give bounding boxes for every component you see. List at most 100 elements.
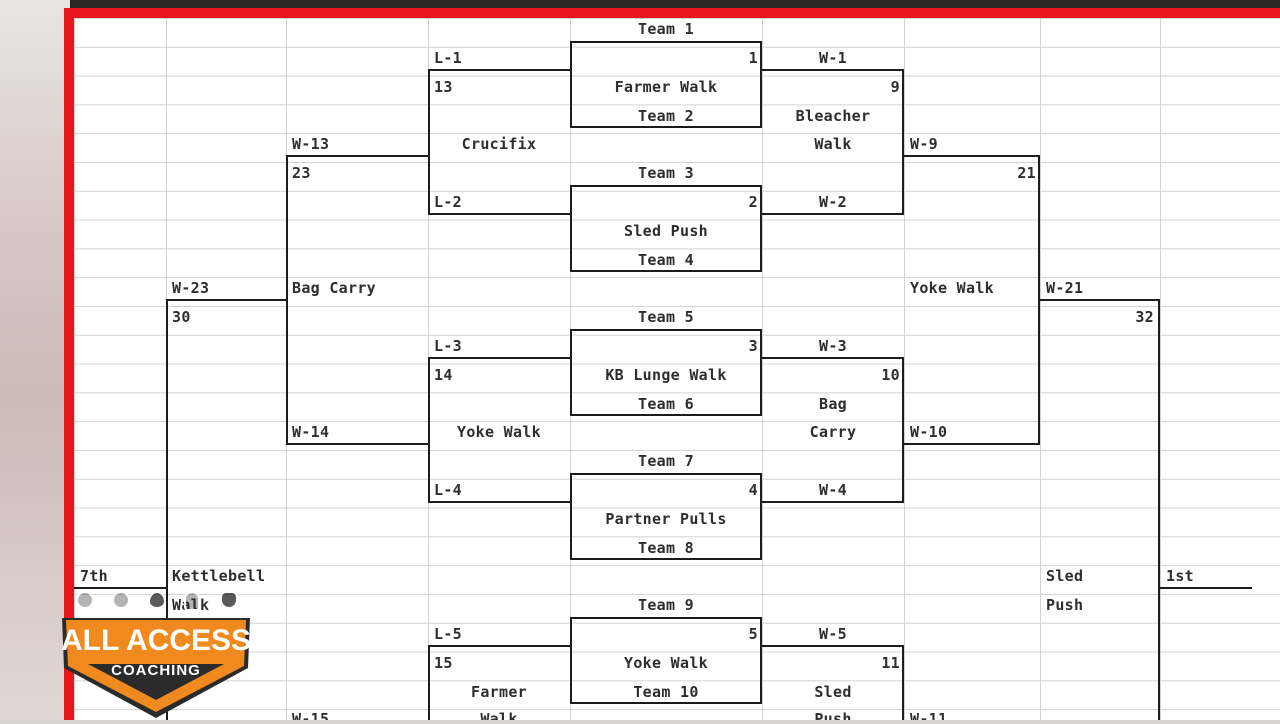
bracket-line (902, 645, 904, 720)
bracket-line (428, 501, 570, 503)
baseball-icon (76, 591, 94, 609)
football-icon (148, 591, 166, 609)
match-number: 10 (881, 366, 900, 384)
loser-label: L-5 (434, 625, 462, 643)
bracket-line (760, 473, 762, 560)
winner-label: W-5 (819, 625, 847, 643)
logo-icon-row (74, 589, 244, 613)
bracket-line (428, 69, 430, 215)
winner-label: W-1 (819, 49, 847, 67)
all-access-coaching-logo: ALL ACCESS COACHING (58, 616, 254, 720)
winner-label: W-23 (172, 279, 210, 297)
bracket-line (570, 617, 762, 619)
kettlebell-icon (220, 591, 238, 609)
match-number: 23 (292, 164, 311, 182)
winner-label: W-4 (819, 481, 847, 499)
bracket-line (1160, 587, 1252, 589)
event-label: Yoke Walk (457, 423, 541, 441)
bracket-line (570, 185, 572, 272)
baseball-icon (112, 591, 130, 609)
frame-border-top (64, 8, 1280, 18)
match-number: 3 (748, 337, 758, 355)
event-label: Bag (819, 395, 847, 413)
event-label: Push (814, 710, 852, 720)
bracket-line (760, 41, 762, 128)
bracket-line (762, 357, 904, 359)
team-label: Team 9 (638, 596, 694, 614)
event-label: Farmer Walk (614, 78, 718, 96)
match-number: 14 (434, 366, 453, 384)
logo-subtitle: COACHING (111, 662, 201, 679)
video-top-strip (0, 0, 1280, 8)
event-label: Sled (1046, 567, 1084, 585)
bracket-line (286, 155, 288, 445)
event-label: Farmer (471, 683, 527, 701)
place-label: 1st (1166, 567, 1194, 585)
winner-label: W-9 (910, 135, 938, 153)
frame-border-left (64, 8, 74, 720)
bracket-line (1158, 299, 1160, 720)
grid-column-line (762, 18, 763, 720)
match-number: 15 (434, 654, 453, 672)
winner-label: W-11 (910, 710, 948, 720)
bracket-line (428, 69, 570, 71)
event-label: KB Lunge Walk (605, 366, 727, 384)
event-label: Walk (814, 135, 852, 153)
team-label: Team 7 (638, 452, 694, 470)
bracket-line (166, 299, 286, 301)
event-label: Crucifix (461, 135, 537, 153)
loser-label: L-4 (434, 481, 462, 499)
winner-label: W-21 (1046, 279, 1084, 297)
bracket-line (428, 213, 570, 215)
event-label: Walk (480, 710, 518, 720)
bracket-line (428, 645, 570, 647)
match-number: 21 (1017, 164, 1036, 182)
bracket-line (570, 41, 572, 128)
bracket-line (570, 329, 762, 331)
bracket-line (570, 414, 762, 416)
bracket-line (286, 443, 428, 445)
team-label: Team 5 (638, 308, 694, 326)
bracket-line (570, 702, 762, 704)
bracket-line (286, 155, 428, 157)
bracket-line (762, 69, 904, 71)
match-number: 32 (1135, 308, 1154, 326)
event-label: Sled Push (624, 222, 708, 240)
event-label: Yoke Walk (624, 654, 708, 672)
grid-column-line (1040, 18, 1041, 720)
bracket-line (760, 617, 762, 704)
bracket-line (1040, 299, 1160, 301)
event-label: Yoke Walk (910, 279, 994, 297)
bracket-line (760, 185, 762, 272)
match-number: 5 (748, 625, 758, 643)
team-label: Team 1 (638, 20, 694, 38)
grid-column-line (1160, 18, 1161, 720)
bracket-line (166, 299, 168, 720)
winner-label: W-2 (819, 193, 847, 211)
bracket-line (902, 69, 904, 215)
bracket-line (570, 329, 572, 416)
loser-label: L-1 (434, 49, 462, 67)
event-label: Bag Carry (292, 279, 376, 297)
winner-label: W-3 (819, 337, 847, 355)
match-number: 11 (881, 654, 900, 672)
loser-label: L-2 (434, 193, 462, 211)
winner-label: W-15 (292, 710, 330, 720)
match-number: 1 (748, 49, 758, 67)
event-label: Kettlebell (172, 567, 266, 585)
event-label: Bleacher (795, 107, 871, 125)
team-label: Team 4 (638, 251, 694, 269)
bracket-line (762, 645, 904, 647)
match-number: 13 (434, 78, 453, 96)
bracket-line (904, 155, 1040, 157)
team-label: Team 2 (638, 107, 694, 125)
bracket-line (762, 501, 904, 503)
event-label: Push (1046, 596, 1084, 614)
loser-label: L-3 (434, 337, 462, 355)
place-label: 7th (80, 567, 108, 585)
event-label: Carry (809, 423, 857, 441)
bracket-line (570, 185, 762, 187)
bracket-line (570, 473, 762, 475)
match-number: 4 (748, 481, 758, 499)
grid-column-line (904, 18, 905, 720)
